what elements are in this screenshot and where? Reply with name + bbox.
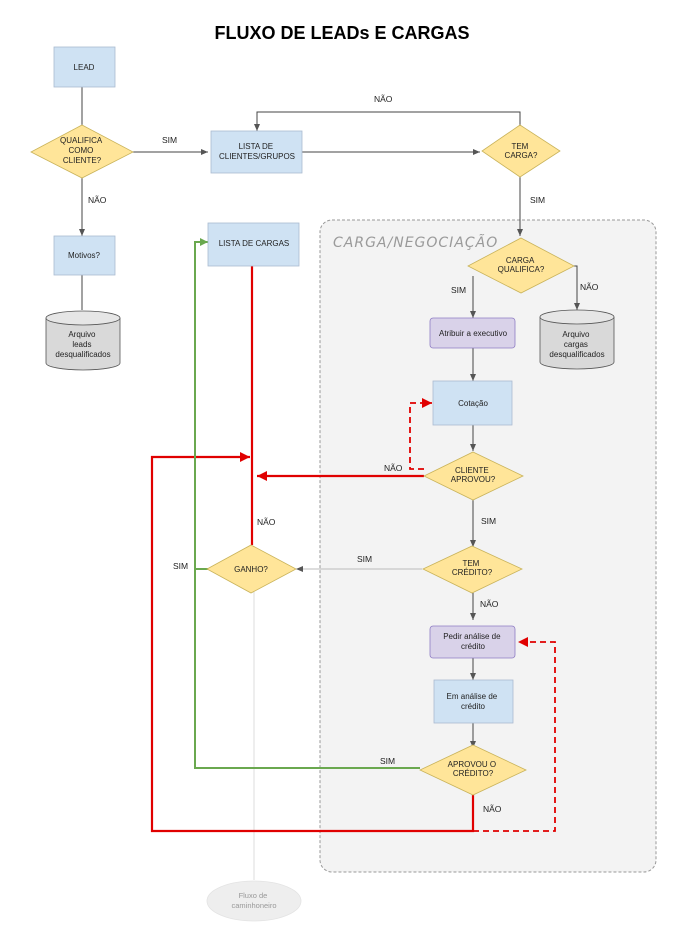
edge-label-qualifica-nao: NÃO	[88, 195, 107, 205]
node-qualifica	[30, 124, 134, 179]
node-lista-cargas	[207, 222, 300, 267]
edge-label-tem-carga-nao: NÃO	[374, 94, 393, 104]
edge-label-carga-qualifica-sim: SIM	[451, 285, 466, 295]
node-qualifica-label: QUALIFICA COMO CLIENTE?	[60, 136, 104, 165]
node-carga-qualifica	[467, 237, 575, 294]
edge-label-cliente-aprovou-sim: SIM	[481, 516, 496, 526]
node-tem-credito	[422, 545, 523, 594]
node-carga-qualifica-label: CARGA QUALIFICA?	[498, 256, 545, 274]
node-pedir-analise	[429, 625, 516, 659]
node-cotacao	[432, 380, 513, 426]
node-fluxo-caminhoneiro-label: Fluxo de caminhoneiro	[231, 891, 276, 910]
edge-tem-carga-nao	[254, 111, 521, 131]
edge-label-ganho-sim: SIM	[173, 561, 188, 571]
container-label: CARGA/NEGOCIAÇÃO	[333, 234, 498, 251]
node-motivos	[53, 235, 116, 276]
edge-label-cliente-aprovou-nao: NÃO	[384, 463, 403, 473]
node-arquivo-leads-label: Arquivo leads desqualificados	[55, 330, 110, 359]
node-lead	[53, 46, 116, 88]
node-aprovou-credito	[419, 744, 527, 796]
edge-label-tem-credito-sim: SIM	[357, 554, 372, 564]
node-pedir-analise-label: Pedir análise de crédito	[443, 632, 503, 651]
node-cliente-aprovou-label: CLIENTE APROVOU?	[451, 466, 496, 484]
node-lista-clientes-label: LISTA DE CLIENTES/GRUPOS	[219, 142, 295, 161]
node-cliente-aprovou	[423, 451, 524, 501]
node-aprovou-credito-label: APROVOU O CRÉDITO?	[448, 760, 499, 778]
edge-label-tem-carga-sim: SIM	[530, 195, 545, 205]
node-arquivo-cargas-label: Arquivo cargas desqualificados	[549, 330, 604, 359]
node-tem-credito-label: TEM CRÉDITO?	[452, 559, 493, 577]
node-tem-carga	[481, 124, 561, 178]
negotiation-container	[319, 219, 657, 873]
edge-cliente-aprovou-cotacao-dashed	[409, 398, 432, 470]
node-em-analise-label: Em análise de crédito	[447, 692, 500, 711]
edge-aprovou-credito-nao-dashed	[473, 637, 556, 832]
edge-carga-qualifica-nao	[574, 265, 580, 310]
node-cotacao-label: Cotação	[458, 399, 488, 408]
node-lista-clientes	[210, 130, 303, 174]
edge-label-carga-qualifica-nao: NÃO	[580, 282, 599, 292]
node-ganho-label: GANHO?	[234, 565, 268, 574]
node-lead-label: LEAD	[74, 63, 95, 72]
node-ganho	[206, 544, 297, 594]
node-atribuir	[429, 317, 516, 349]
page-title: FLUXO DE LEADs E CARGAS	[214, 23, 469, 43]
edge-aprovou-credito-sim	[194, 238, 420, 769]
edge-label-tem-credito-nao: NÃO	[480, 599, 499, 609]
edge-label-qualifica-sim: SIM	[162, 135, 177, 145]
node-fluxo-caminhoneiro	[206, 880, 302, 922]
node-motivos-label: Motivos?	[68, 251, 101, 260]
node-arquivo-cargas	[539, 309, 615, 370]
node-atribuir-label: Atribuir a executivo	[439, 329, 508, 338]
node-em-analise	[433, 679, 514, 724]
edge-aprovou-credito-nao-red	[150, 452, 475, 833]
edge-label-ganho-nao: NÃO	[257, 517, 276, 527]
node-tem-carga-label: TEM CARGA?	[505, 142, 538, 160]
edge-label-aprovou-credito-sim: SIM	[380, 756, 395, 766]
node-lista-cargas-label: LISTA DE CARGAS	[219, 239, 290, 248]
node-arquivo-leads	[45, 310, 121, 371]
edge-label-aprovou-credito-nao: NÃO	[483, 804, 502, 814]
